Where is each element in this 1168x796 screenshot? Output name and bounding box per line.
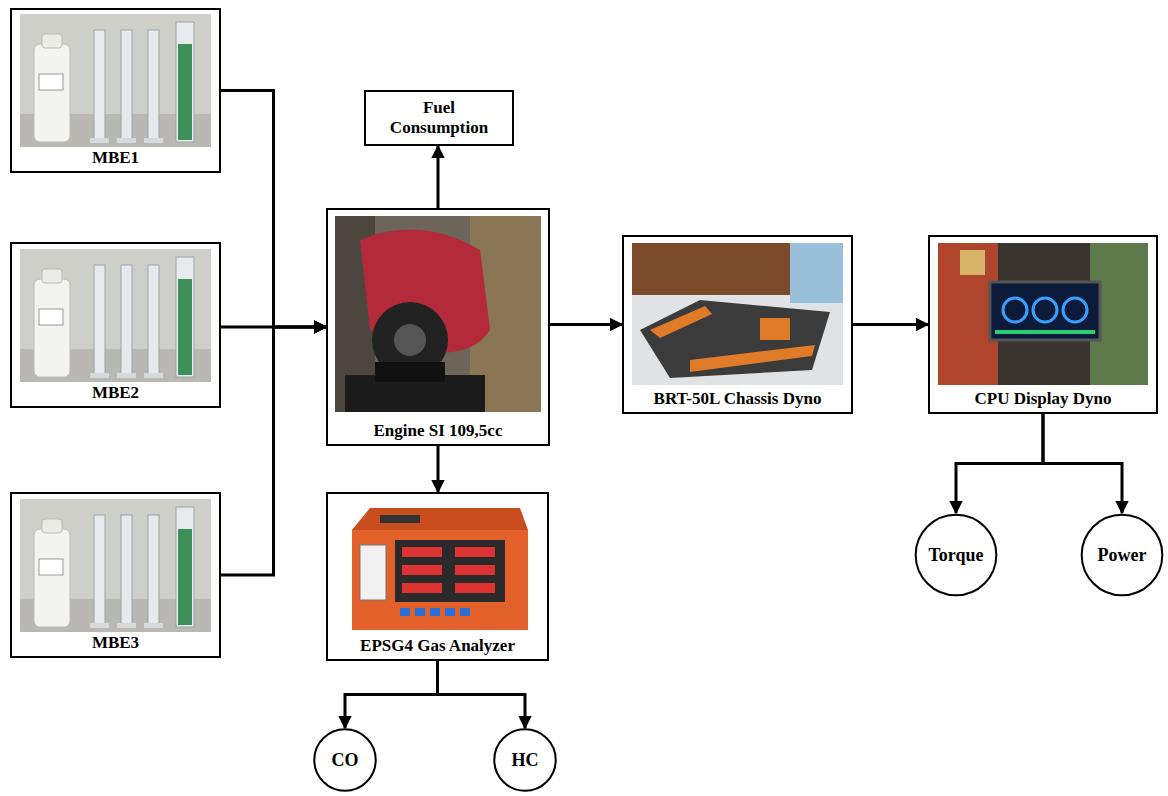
sample-box: MBE1 [10,8,221,173]
node-label: Torque [928,545,983,565]
flow-arrow [437,446,440,492]
analyzer-box: EPSG4 Gas Analyzer [326,492,549,661]
node-label: Power [1098,545,1147,565]
node-label: Engine SI 109,5cc [374,421,503,441]
node-label: CPU Display Dyno [975,389,1112,409]
flow-arrow [221,327,326,575]
dyno-box: BRT-50L Chassis Dyno [622,235,853,414]
node-label: EPSG4 Gas Analyzer [360,636,515,656]
flow-arrow [345,661,438,728]
node-label: MBE3 [92,633,139,653]
sample-box: MBE2 [10,242,221,408]
engine-box: Engine SI 109,5cc [326,208,550,446]
node-label: HC [512,750,539,770]
output-box: Fuel Consumption [364,90,514,146]
flow-arrow [221,91,326,328]
output-circle: HC [493,728,557,792]
output-circle: Power [1080,513,1164,597]
flow-arrow [437,146,440,208]
node-label: BRT-50L Chassis Dyno [654,389,822,409]
node-label: MBE2 [92,383,139,403]
node-label: CO [332,750,359,770]
display-box: CPU Display Dyno [928,235,1158,414]
sample-box: MBE3 [10,492,221,658]
flow-arrow [956,414,1043,513]
flow-arrow [853,323,928,326]
output-circle: Torque [914,513,998,597]
node-label: MBE1 [92,148,139,168]
output-circle: CO [313,728,377,792]
flow-arrow [550,323,622,326]
flow-arrow [1043,414,1122,513]
flow-arrow [438,661,526,728]
node-label: Fuel Consumption [380,98,498,138]
